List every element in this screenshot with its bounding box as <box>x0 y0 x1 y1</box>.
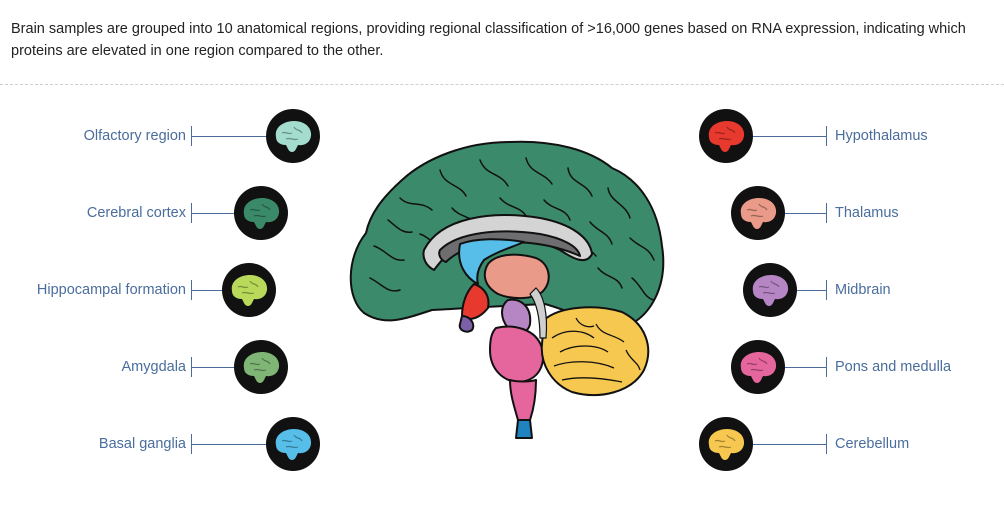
cerebellum-folia <box>551 317 641 383</box>
pons-and-medulla-tick <box>826 357 827 377</box>
ventricle <box>438 230 581 263</box>
cerebellum-region <box>540 306 650 396</box>
cerebellum-tick <box>826 434 827 454</box>
amygdala-icon <box>234 340 288 394</box>
cerebellum-label: Cerebellum <box>835 436 910 452</box>
amygdala-region <box>458 315 475 333</box>
thalamus-region <box>483 253 550 300</box>
hypothalamus-label: Hypothalamus <box>835 128 928 144</box>
pons-and-medulla-connector <box>785 367 826 368</box>
thalamus-label: Thalamus <box>835 205 899 221</box>
cerebral-cortex-icon <box>234 186 288 240</box>
hippocampal-formation-connector <box>191 290 222 291</box>
pons-and-medulla-label: Pons and medulla <box>835 359 952 375</box>
thalamus-tick <box>826 203 827 223</box>
amygdala-connector <box>191 367 234 368</box>
hippocampal-formation-label: Hippocampal formation <box>36 282 186 298</box>
midline-stalk <box>529 287 548 339</box>
midbrain-icon <box>743 263 797 317</box>
cerebral-cortex-connector <box>191 213 234 214</box>
midbrain-tick <box>826 280 827 300</box>
hypothalamus-tick <box>826 126 827 146</box>
spinal-cord <box>515 419 533 439</box>
intro-text: Brain samples are grouped into 10 anatom… <box>11 21 966 59</box>
basal-ganglia-region <box>458 238 525 285</box>
amygdala-label: Amygdala <box>121 359 186 375</box>
basal-ganglia-connector <box>191 444 266 445</box>
hypothalamus-connector <box>753 136 826 137</box>
hippocampal-formation-icon <box>222 263 276 317</box>
thalamus-connector <box>785 213 826 214</box>
gyri-lines <box>369 157 655 301</box>
basal-ganglia-icon <box>266 417 320 471</box>
pons-and-medulla-icon <box>731 340 785 394</box>
midbrain-connector <box>797 290 826 291</box>
pons-region <box>489 325 544 383</box>
thalamus-icon <box>731 186 785 240</box>
brain-diagram <box>349 140 665 439</box>
olfactory-region-icon <box>266 109 320 163</box>
hypothalamus-icon <box>699 109 753 163</box>
corpus-callosum <box>422 214 593 271</box>
midbrain-label: Midbrain <box>835 282 891 298</box>
basal-ganglia-label: Basal ganglia <box>98 436 186 452</box>
cerebellum-connector <box>753 444 826 445</box>
cerebellum-icon <box>699 417 753 471</box>
cerebral-cortex-label: Cerebral cortex <box>86 205 186 221</box>
hypothalamus-region <box>461 283 490 320</box>
divider <box>0 84 1004 85</box>
medulla-region <box>509 379 537 421</box>
olfactory-region-label: Olfactory region <box>83 128 186 144</box>
olfactory-region-connector <box>191 136 266 137</box>
